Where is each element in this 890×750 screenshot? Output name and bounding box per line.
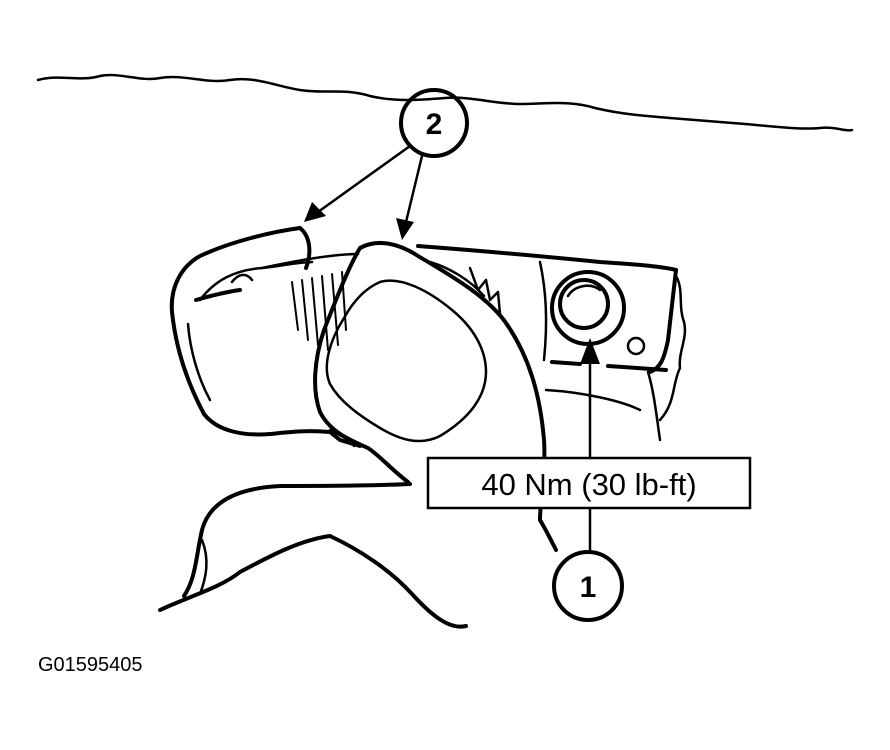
callout-1-number: 1 (580, 571, 597, 604)
figure-id-label: G01595405 (38, 654, 143, 676)
torque-spec-label: 40 Nm (30 lb-ft) (481, 467, 696, 502)
seat-belt-buckle (169, 226, 362, 448)
anchor-bracket (416, 244, 687, 442)
callout-1: 1 (552, 338, 624, 622)
anchor-bolt (550, 270, 626, 346)
callout-2: 2 (304, 88, 469, 240)
torque-spec-box: 40 Nm (30 lb-ft) (426, 456, 752, 510)
callout-1-arrowhead (580, 338, 600, 364)
callout-2-number: 2 (426, 108, 443, 141)
floor-edge-line (36, 73, 854, 132)
callout-2-arrowhead-right (396, 218, 414, 240)
callout-2-arrowhead-left (304, 202, 326, 222)
seat-cushion (158, 428, 558, 629)
bracket-hole (626, 336, 646, 356)
